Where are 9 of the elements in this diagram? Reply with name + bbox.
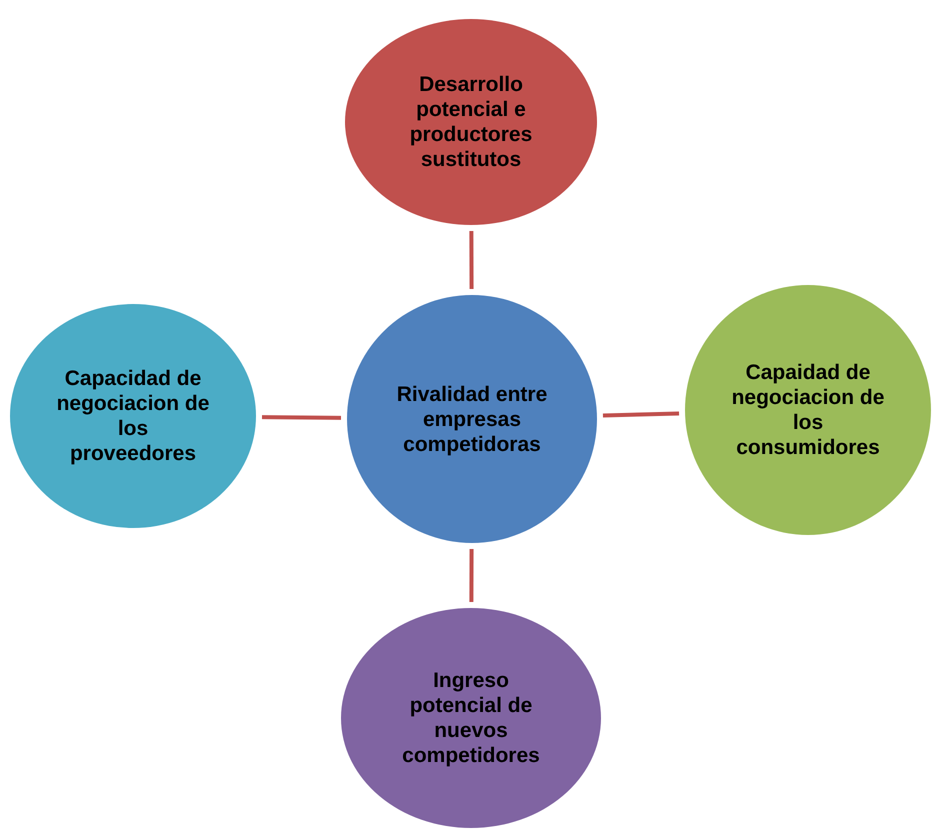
node-label: Rivalidad entre empresas competidoras: [396, 382, 548, 456]
node-label: Capacidad de negociacion de los proveedores: [56, 366, 210, 466]
connector-line: [469, 231, 474, 289]
node-label: Ingreso potencial de nuevos competidores: [401, 668, 541, 768]
node-label: Capaidad de negociacion de los consumidores: [730, 360, 886, 460]
connector-line: [469, 549, 474, 602]
connector-line: [602, 411, 680, 418]
node-label: Desarrollo potencial e productores sustitutos: [408, 72, 534, 172]
connector-line: [262, 415, 342, 420]
